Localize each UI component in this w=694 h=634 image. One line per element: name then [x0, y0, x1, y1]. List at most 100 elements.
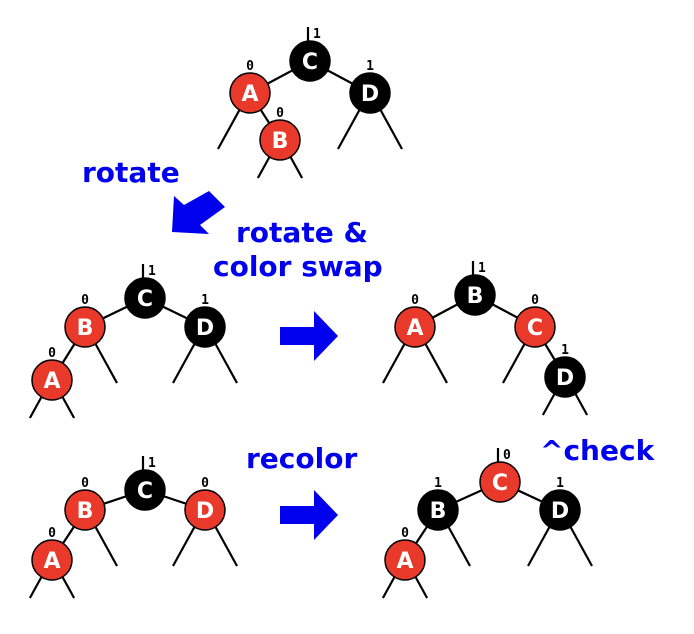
tree-node-b: B1 — [417, 476, 459, 531]
node-circle — [64, 489, 106, 531]
nil-leaf-edge — [424, 342, 448, 384]
nil-leaf-edge — [214, 342, 238, 384]
node-key: C — [302, 50, 318, 75]
nil-leaf-edge — [61, 395, 76, 419]
black-height-label: 0 — [81, 476, 89, 491]
node-key: A — [43, 369, 60, 394]
nil-leaf-edge — [256, 155, 271, 179]
node-key: D — [556, 366, 574, 391]
nil-leaf-edge — [172, 342, 196, 384]
nil-leaf-edge — [382, 342, 406, 384]
nil-leaf-edge — [214, 525, 238, 567]
check-label: ^check — [540, 434, 656, 467]
black-height-label: 0 — [411, 293, 419, 308]
nil-leaf-edge — [28, 395, 43, 419]
tree-node-b: B0 — [64, 476, 106, 531]
node-key: B — [77, 316, 94, 341]
node-circle — [124, 469, 166, 511]
black-height-label: 0 — [503, 448, 511, 463]
node-key: A — [43, 549, 60, 574]
tree-node-c: C0 — [479, 448, 521, 503]
node-circle — [31, 539, 73, 581]
tree-node-b: B1 — [454, 261, 496, 316]
node-key: D — [551, 499, 569, 524]
nil-leaf-edge — [574, 392, 589, 416]
diagonal-arrow-icon — [172, 191, 225, 234]
black-height-label: 0 — [81, 293, 89, 308]
tree-node-d: D0 — [184, 476, 226, 531]
tree-node-c: C1 — [124, 456, 166, 511]
node-key: D — [196, 499, 214, 524]
node-key: B — [467, 284, 484, 309]
nil-leaf-edge — [94, 342, 118, 384]
nil-leaf-edge — [61, 575, 76, 599]
black-height-label: 1 — [148, 264, 156, 279]
tree-node-d: D1 — [539, 476, 581, 531]
tree-node-d: D1 — [349, 59, 391, 114]
black-height-label: 1 — [366, 59, 374, 74]
node-circle — [289, 40, 331, 82]
tree-node-c: C1 — [289, 27, 331, 82]
nil-leaf-edge — [541, 392, 556, 416]
node-key: D — [196, 316, 214, 341]
tree-node-d: D1 — [544, 343, 586, 398]
node-key: C — [137, 479, 153, 504]
black-height-label: 0 — [201, 476, 209, 491]
black-height-label: 1 — [148, 456, 156, 471]
tree-node-a: A0 — [229, 59, 271, 114]
black-height-label: 0 — [246, 59, 254, 74]
right-arrow-icon — [280, 490, 338, 540]
black-height-label: 1 — [478, 261, 486, 276]
rotate-swap-label-line2: color swap — [213, 250, 383, 283]
black-height-label: 1 — [313, 27, 321, 42]
nil-leaf-edge — [28, 575, 43, 599]
node-key: C — [527, 316, 543, 341]
nil-leaf-edge — [527, 525, 551, 567]
tree-node-c: C0 — [514, 293, 556, 348]
black-height-label: 0 — [276, 106, 284, 121]
black-height-label: 0 — [48, 346, 56, 361]
node-key: D — [361, 82, 379, 107]
node-circle — [539, 489, 581, 531]
node-circle — [349, 72, 391, 114]
node-circle — [184, 306, 226, 348]
right-arrow-icon — [280, 311, 338, 361]
recolor-label: recolor — [246, 442, 357, 475]
node-key: C — [137, 287, 153, 312]
black-height-label: 1 — [434, 476, 442, 491]
tree-node-a: A0 — [31, 346, 73, 401]
node-key: B — [77, 499, 94, 524]
black-height-label: 1 — [201, 293, 209, 308]
nil-leaf-edge — [379, 108, 403, 150]
nil-leaf-edge — [337, 108, 361, 150]
black-height-label: 1 — [561, 343, 569, 358]
node-circle — [514, 306, 556, 348]
node-circle — [31, 359, 73, 401]
node-circle — [64, 306, 106, 348]
node-key: A — [406, 316, 423, 341]
tree-node-a: A0 — [31, 526, 73, 581]
nil-leaf-edge — [447, 525, 471, 567]
node-key: A — [241, 82, 258, 107]
node-circle — [417, 489, 459, 531]
nil-leaf-edge — [289, 155, 304, 179]
node-circle — [184, 489, 226, 531]
node-circle — [479, 461, 521, 503]
nil-leaf-edge — [172, 525, 196, 567]
tree-node-c: C1 — [124, 264, 166, 319]
tree-node-b: B0 — [259, 106, 301, 161]
black-height-label: 0 — [531, 293, 539, 308]
node-key: B — [272, 129, 289, 154]
node-key: C — [492, 471, 508, 496]
tree-node-d: D1 — [184, 293, 226, 348]
node-circle — [454, 274, 496, 316]
node-circle — [384, 539, 426, 581]
node-circle — [124, 277, 166, 319]
tree-node-a: A0 — [394, 293, 436, 348]
tree-node-a: A0 — [384, 526, 426, 581]
node-key: B — [430, 499, 447, 524]
node-key: A — [396, 549, 413, 574]
node-circle — [394, 306, 436, 348]
